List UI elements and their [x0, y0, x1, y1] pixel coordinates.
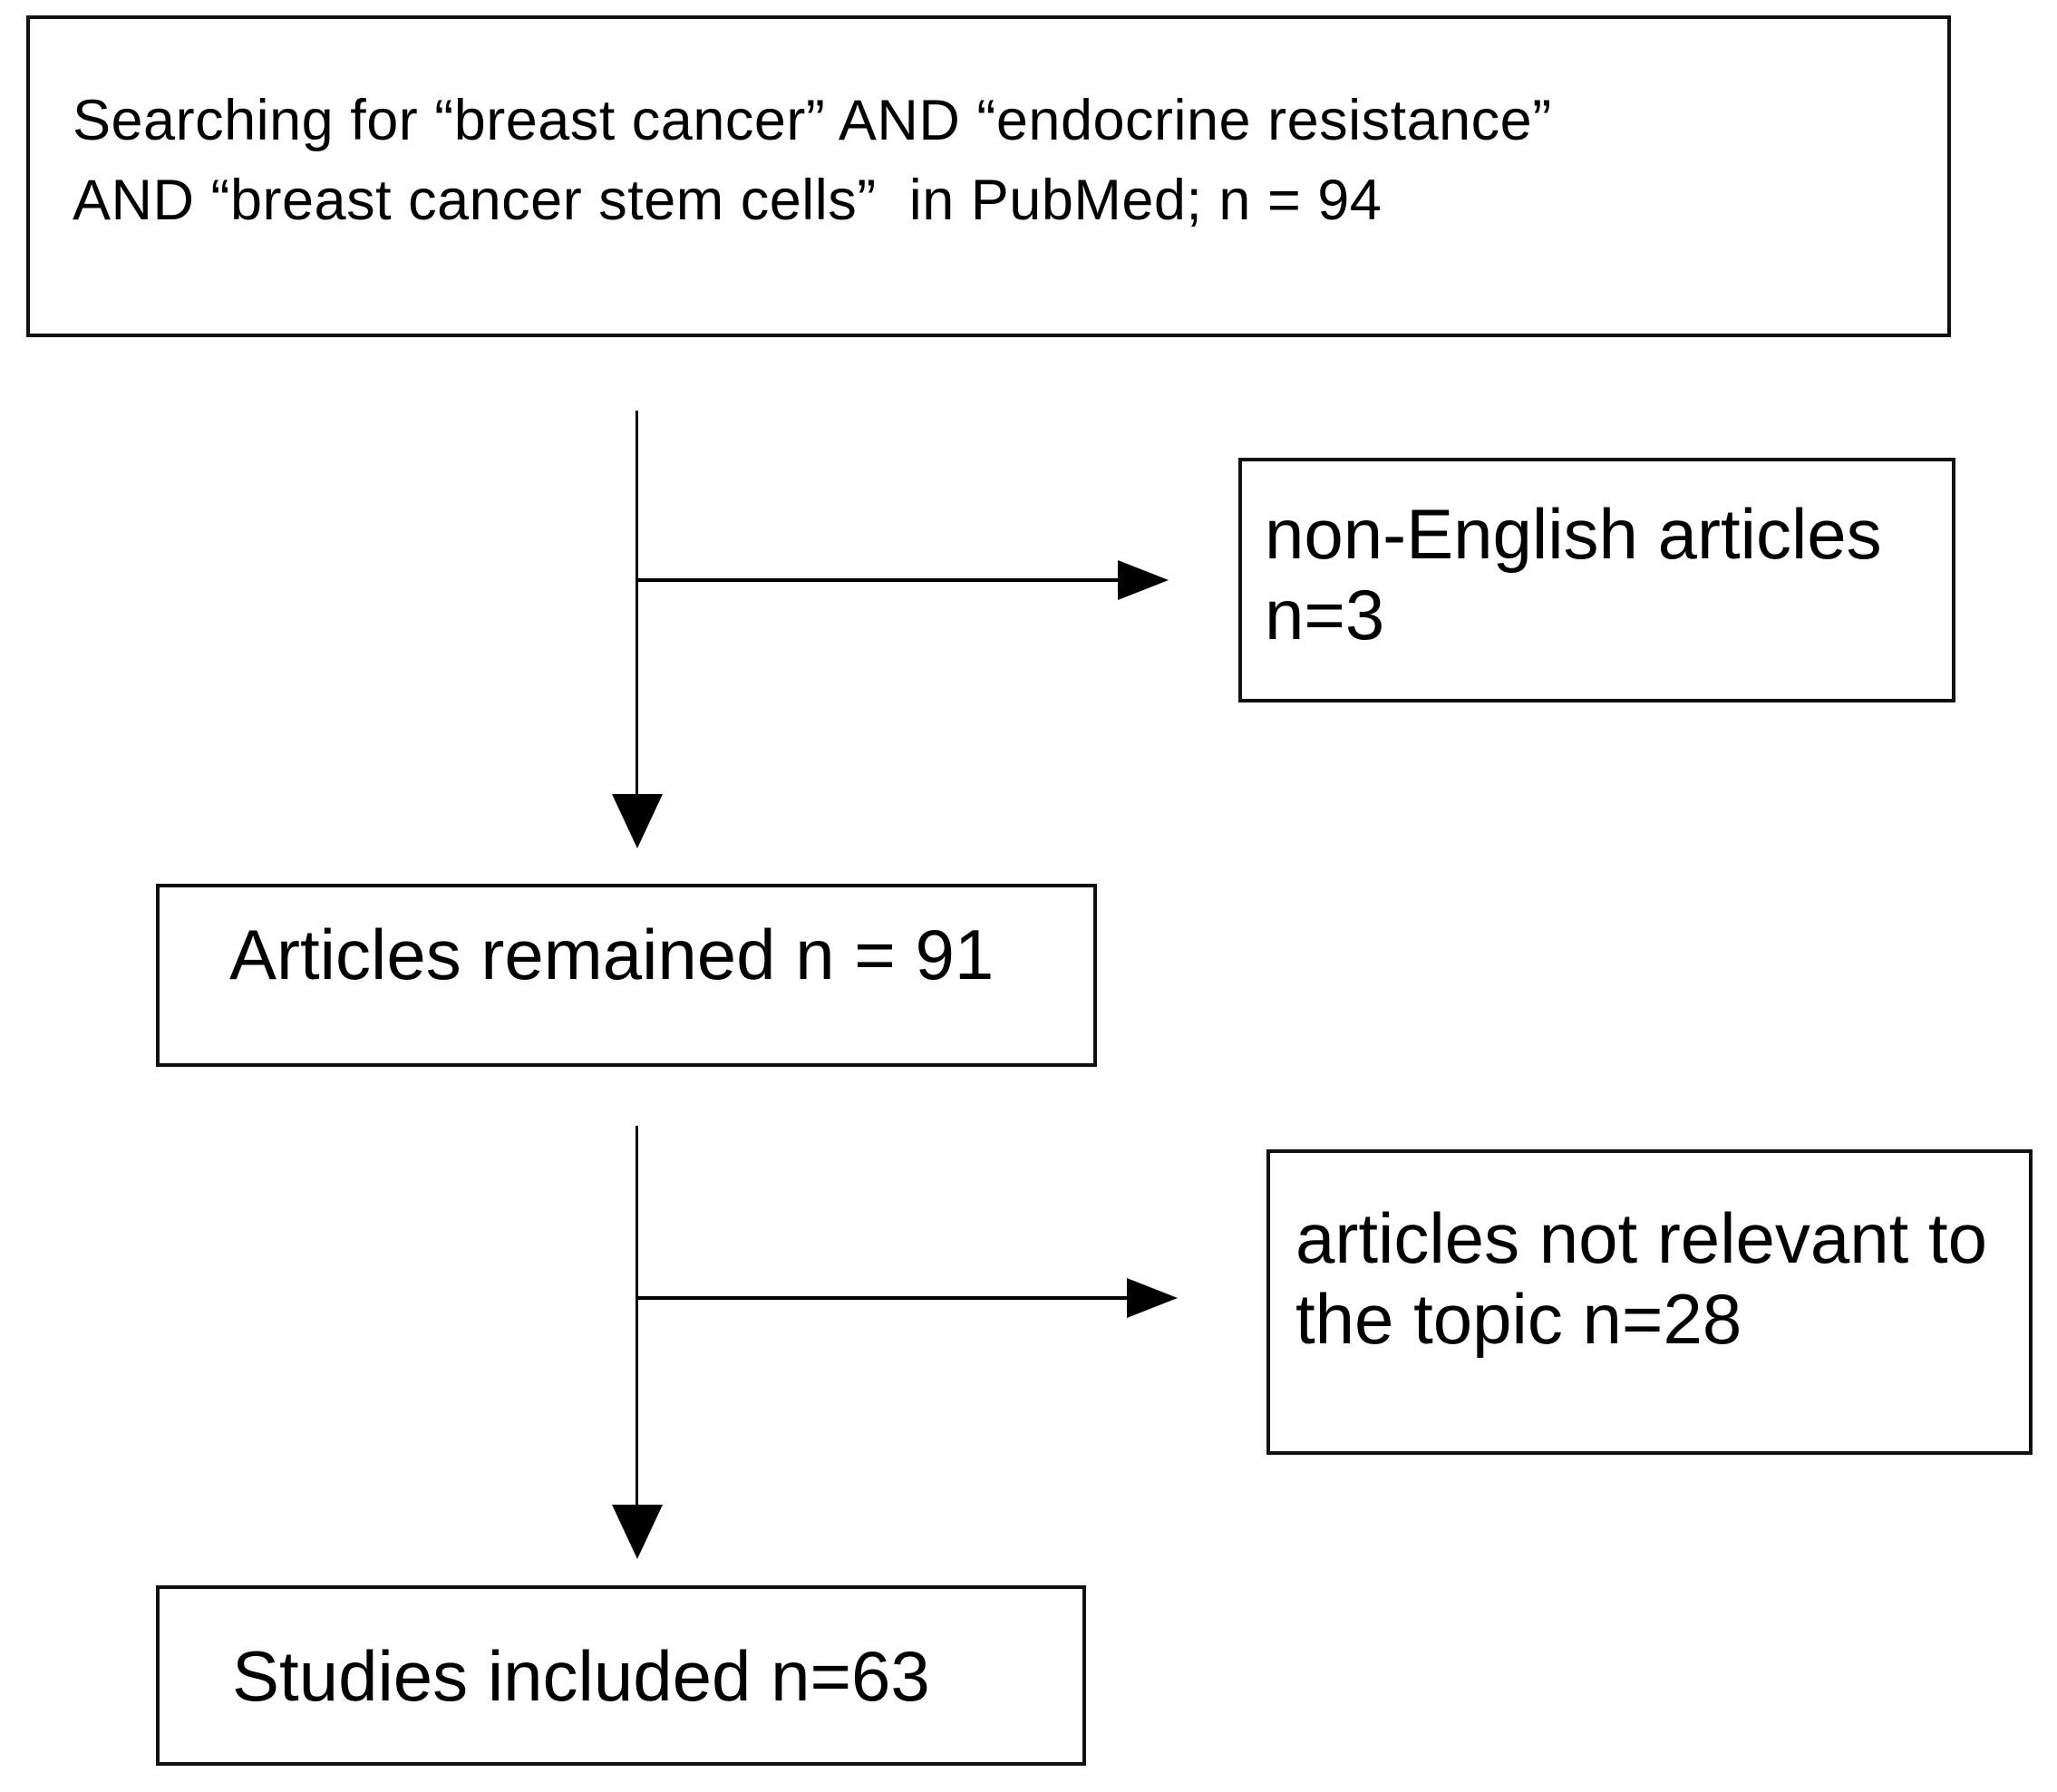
- node-search-text-line-1: Searching for “breast cancer” AND “endoc…: [73, 89, 1552, 152]
- edge-branch-to-not-relevant-line: [637, 1296, 1130, 1300]
- node-non-english-text-line-1: non-English articles: [1265, 494, 1882, 574]
- arrowhead-down-icon: [612, 794, 663, 848]
- node-remained-box: Articles remained n = 91: [156, 884, 1097, 1067]
- node-search-text-line-2: AND “breast cancer stem cells” in PubMed…: [73, 169, 1383, 232]
- arrowhead-down-icon: [612, 1505, 663, 1559]
- arrowhead-right-icon: [1127, 1278, 1178, 1318]
- node-not-relevant-box: articles not relevant to the topic n=28: [1266, 1149, 2033, 1455]
- node-not-relevant-text-line-2: the topic n=28: [1295, 1279, 1742, 1359]
- node-not-relevant-text-line-1: articles not relevant to: [1295, 1198, 1988, 1278]
- node-non-english-box: non-English articles n=3: [1238, 458, 1955, 702]
- node-remained-text-line-1: Articles remained n = 91: [229, 915, 995, 994]
- edge-branch-to-non-english-line: [637, 578, 1124, 582]
- edge-search-to-remained-line: [636, 411, 638, 796]
- node-search-box: Searching for “breast cancer” AND “endoc…: [26, 15, 1951, 337]
- node-non-english-text-line-2: n=3: [1265, 575, 1385, 654]
- node-included-box: Studies included n=63: [156, 1585, 1086, 1766]
- edge-remained-to-included-line: [636, 1126, 638, 1507]
- node-included-text-line-1: Studies included n=63: [232, 1636, 930, 1716]
- arrowhead-right-icon: [1118, 560, 1169, 600]
